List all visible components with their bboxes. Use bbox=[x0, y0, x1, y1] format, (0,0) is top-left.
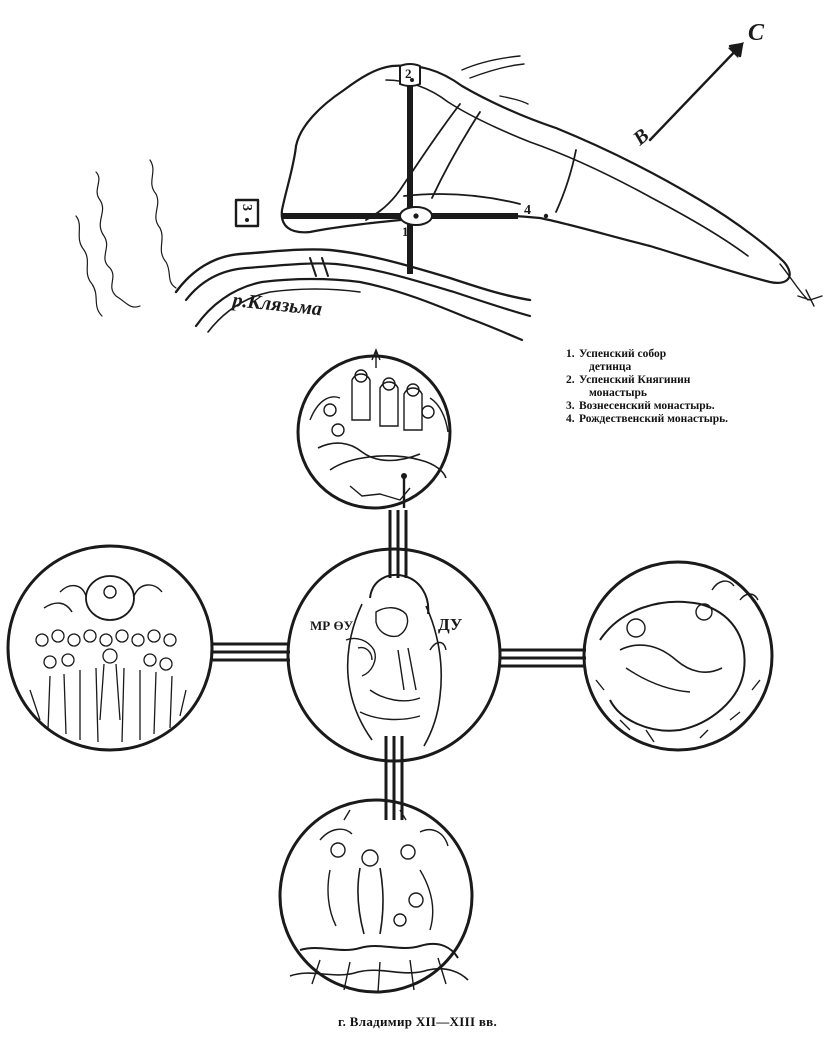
legend-number: 3. bbox=[566, 400, 579, 413]
partition-wall-2 bbox=[432, 112, 480, 198]
legend-item-3: 3. Вознесенский монастырь. bbox=[566, 400, 826, 413]
compass-arrow bbox=[650, 44, 742, 140]
tributary-line-1 bbox=[96, 172, 140, 307]
theotokos-inscription-right: ДУ bbox=[438, 615, 463, 634]
site-label-3: 3 bbox=[239, 204, 254, 211]
medallion-nativity bbox=[584, 562, 772, 750]
road-segment bbox=[500, 96, 528, 104]
map-legend: 1. Успенский собор детинца 2. Успенский … bbox=[566, 348, 826, 426]
river-bank-north bbox=[176, 249, 530, 300]
medallion-dormition bbox=[298, 350, 450, 508]
legend-text: Успенский Княгинин bbox=[579, 374, 690, 386]
river-label: р.Клязьма bbox=[229, 289, 323, 320]
site-marker-4 bbox=[544, 214, 548, 218]
theotokos-inscription-left: МР ӨУ bbox=[310, 618, 354, 633]
bridge bbox=[310, 258, 328, 276]
compass-north-label: С bbox=[748, 20, 765, 46]
road-east bbox=[780, 264, 822, 306]
site-label-1: 1 bbox=[402, 224, 409, 239]
legend-number: 1. bbox=[566, 348, 579, 374]
legend-item-2: 2. Успенский Княгинин монастырь bbox=[566, 374, 826, 400]
legend-item-1: 1. Успенский собор детинца bbox=[566, 348, 826, 374]
inner-wall bbox=[386, 80, 748, 256]
legend-text: Рождественский монастырь. bbox=[579, 413, 728, 425]
tributary-line-2 bbox=[150, 160, 176, 288]
legend-number: 2. bbox=[566, 374, 579, 400]
site-label-4: 4 bbox=[524, 203, 531, 218]
medallion-ascension bbox=[8, 546, 212, 750]
medallion-bottom-scene bbox=[280, 800, 472, 992]
road-northeast bbox=[462, 56, 524, 78]
city-map bbox=[76, 42, 822, 340]
legend-text-cont: детинца bbox=[579, 361, 826, 374]
center-node-dot bbox=[413, 213, 418, 218]
partition-wall-4 bbox=[404, 194, 520, 204]
site-label-2: 2 bbox=[405, 66, 412, 81]
legend-number: 4. bbox=[566, 413, 579, 426]
tributary-line-3 bbox=[76, 216, 102, 316]
connector-lines bbox=[212, 510, 586, 820]
medallion-theotokos bbox=[288, 549, 500, 761]
legend-item-4: 4. Рождественский монастырь. bbox=[566, 413, 826, 426]
legend-text-cont: монастырь bbox=[579, 387, 826, 400]
compass-east-label: В bbox=[628, 124, 653, 150]
legend-text: Вознесенский монастырь. bbox=[579, 400, 715, 412]
figure-caption: г. Владимир XII—XIII вв. bbox=[0, 1014, 835, 1030]
town-wall-outline bbox=[282, 66, 790, 283]
legend-text: Успенский собор bbox=[579, 348, 666, 360]
